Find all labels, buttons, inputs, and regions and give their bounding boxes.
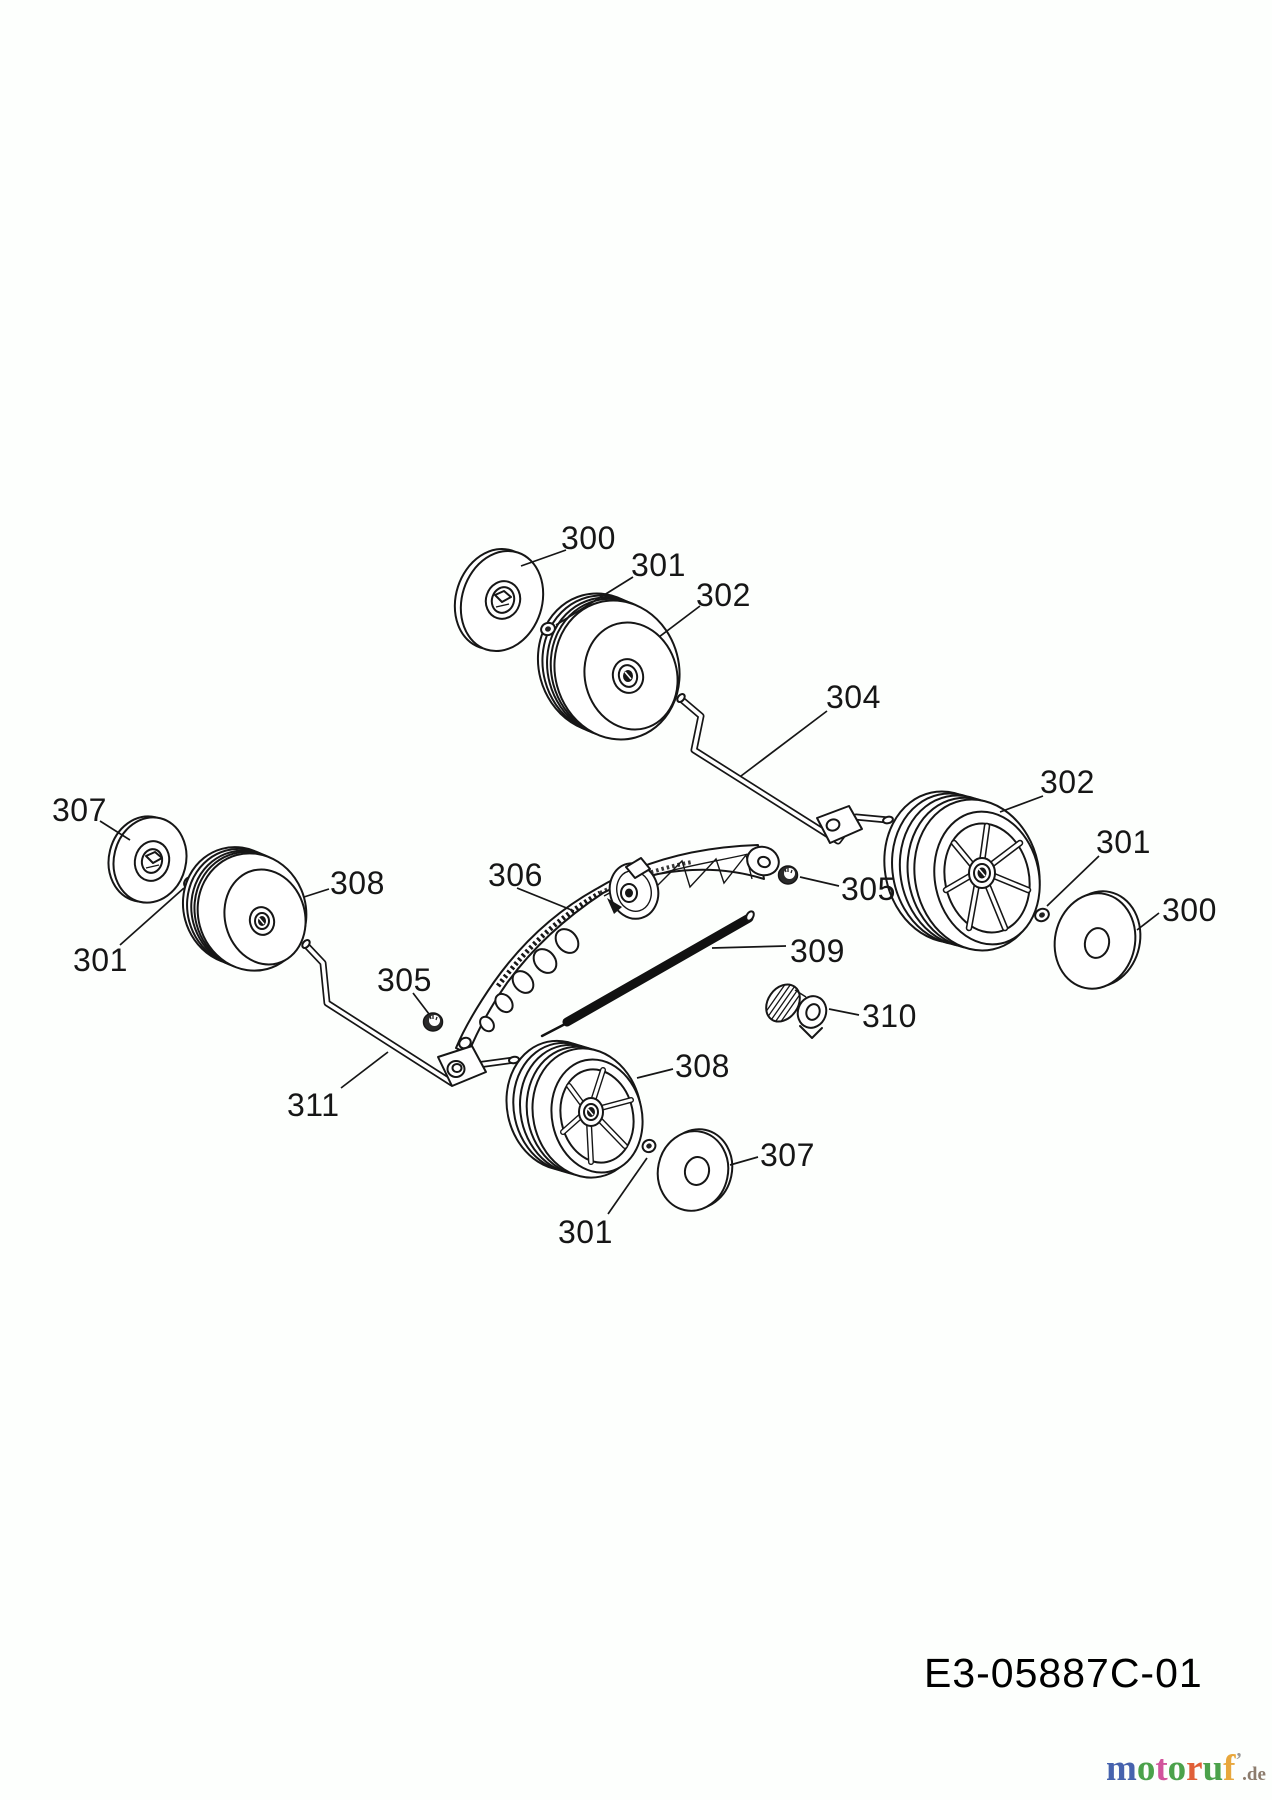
logo-letter: f (1223, 1748, 1236, 1789)
logo-letter: u (1202, 1748, 1224, 1789)
leader-line-305 (799, 876, 840, 887)
leader-line-301 (555, 576, 634, 626)
leader-line-311 (340, 1051, 389, 1089)
leader-line-301 (607, 1157, 648, 1215)
part-label-307: 307 (52, 792, 107, 828)
knob-310 (765, 983, 828, 1039)
part-label-302: 302 (1040, 764, 1095, 800)
leader-line-309 (711, 945, 787, 949)
leader-line-307 (99, 820, 131, 841)
leader-line-300 (520, 549, 567, 567)
part-label-307: 307 (760, 1137, 815, 1173)
wheel-308-bottom (505, 1039, 644, 1179)
wheel-308-left (181, 846, 308, 972)
part-label-305: 305 (841, 871, 896, 907)
part-label-305: 305 (377, 962, 432, 998)
leader-line-304 (740, 710, 828, 777)
motoruf-watermark: motoruf’.de (1106, 1750, 1266, 1787)
part-label-301: 301 (558, 1214, 613, 1250)
leader-line-301 (1046, 855, 1100, 907)
wheel-308-bottom-spokes (560, 1067, 634, 1165)
nut-301-right (1034, 907, 1050, 923)
axle-311 (301, 939, 520, 1087)
leader-line-305 (412, 992, 430, 1015)
height-adjust-cam (607, 857, 660, 920)
logo-tick: ’ (1235, 1749, 1243, 1771)
part-label-311: 311 (287, 1087, 340, 1123)
nut-305-left (422, 1012, 444, 1032)
logo-letter: t (1155, 1748, 1168, 1789)
logo-letter: r (1186, 1748, 1203, 1789)
logo-letter: o (1136, 1748, 1156, 1789)
nut-301-bottom (641, 1138, 657, 1154)
nut-305-right (777, 865, 799, 885)
wheel-302-right (883, 790, 1041, 952)
arm-holes (458, 928, 580, 1050)
leader-lines (99, 549, 1160, 1215)
part-label-309: 309 (790, 933, 845, 969)
logo-letter: o (1167, 1748, 1187, 1789)
leader-line-310 (828, 1008, 860, 1016)
hubcap-300-top (453, 547, 545, 653)
hubcap-300-right (1053, 890, 1142, 990)
hubcap-307-bottom (656, 1128, 734, 1212)
leader-line-307 (729, 1156, 759, 1166)
rod-309 (540, 910, 755, 1038)
leader-line-308 (636, 1068, 674, 1079)
leader-line-308 (303, 888, 330, 898)
axle-304 (676, 693, 894, 845)
motoruf-logo-text: motoruf (1106, 1748, 1236, 1789)
nut-301-top (540, 621, 556, 637)
part-label-304: 304 (826, 679, 881, 715)
leader-line-301 (119, 887, 185, 946)
wheel-302-right-spokes (942, 822, 1032, 932)
hubcap-307-left (107, 815, 188, 904)
leader-line-300 (1136, 912, 1160, 931)
part-label-300: 300 (1162, 892, 1217, 928)
part-label-302: 302 (696, 577, 751, 613)
leader-line-302 (658, 605, 701, 638)
logo-letter: m (1106, 1748, 1137, 1789)
part-label-300: 300 (561, 520, 616, 556)
part-label-301: 301 (1096, 824, 1151, 860)
wheel-302-top (536, 592, 681, 741)
part-label-306: 306 (488, 857, 543, 893)
part-label-301: 301 (631, 547, 686, 583)
diagram-code: E3-05887C-01 (924, 1650, 1203, 1696)
part-label-308: 308 (675, 1048, 730, 1084)
part-label-310: 310 (862, 998, 917, 1034)
logo-tld: .de (1242, 1764, 1266, 1785)
leader-line-302 (999, 795, 1044, 813)
part-label-301: 301 (73, 942, 128, 978)
lever-arm-306 (455, 844, 780, 1055)
part-label-308: 308 (330, 865, 385, 901)
leader-line-306 (516, 887, 575, 912)
